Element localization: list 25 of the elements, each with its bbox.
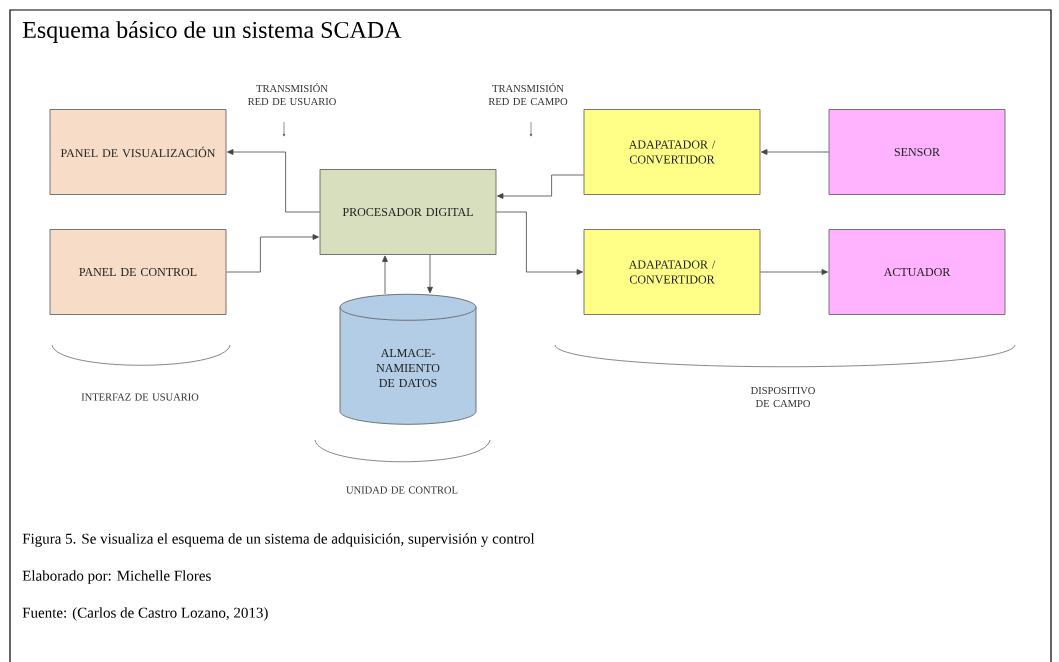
process-box: PANEL DE CONTROL [49,229,227,315]
arrow [227,149,320,213]
note: Fuente: (Carlos de Castro Lozano, 2013) [22,607,268,621]
note: Elaborado por: Michelle Flores [22,570,211,584]
arrow [761,149,829,155]
caption: Figura 5. Se visualiza el esquema de un sistema de adquisición, supervisión y control [22,533,535,547]
process-box: SENSOR [828,109,1006,195]
group-label: TRANSMISIÓN RED DE CAMPO [488,82,568,106]
process-box: PROCESADOR DIGITAL [319,169,497,255]
arrow [760,269,828,275]
arrow [382,255,388,295]
group-label: TRANSMISIÓN RED DE USUARIO [247,82,336,106]
arrow [427,254,433,294]
arrow [496,211,583,275]
storage-cylinder: ALMACE- NAMIENTO DE DATOS [339,293,477,425]
process-box: ADAPATADOR / CONVERTIDOR [583,229,761,315]
arrow [226,234,319,273]
group-label: DISPOSITIVO DE CAMPO [750,387,815,408]
title: Esquema básico de un sistema SCADA [22,21,402,43]
process-box: ADAPATADOR / CONVERTIDOR [583,109,761,195]
group-label: UNIDAD DE CONTROL [346,486,458,494]
group-label: INTERFAZ DE USUARIO [81,393,199,401]
arrow [497,174,584,199]
process-box: ACTUADOR [828,229,1006,315]
process-box: PANEL DE VISUALIZACIÓN [49,109,227,195]
